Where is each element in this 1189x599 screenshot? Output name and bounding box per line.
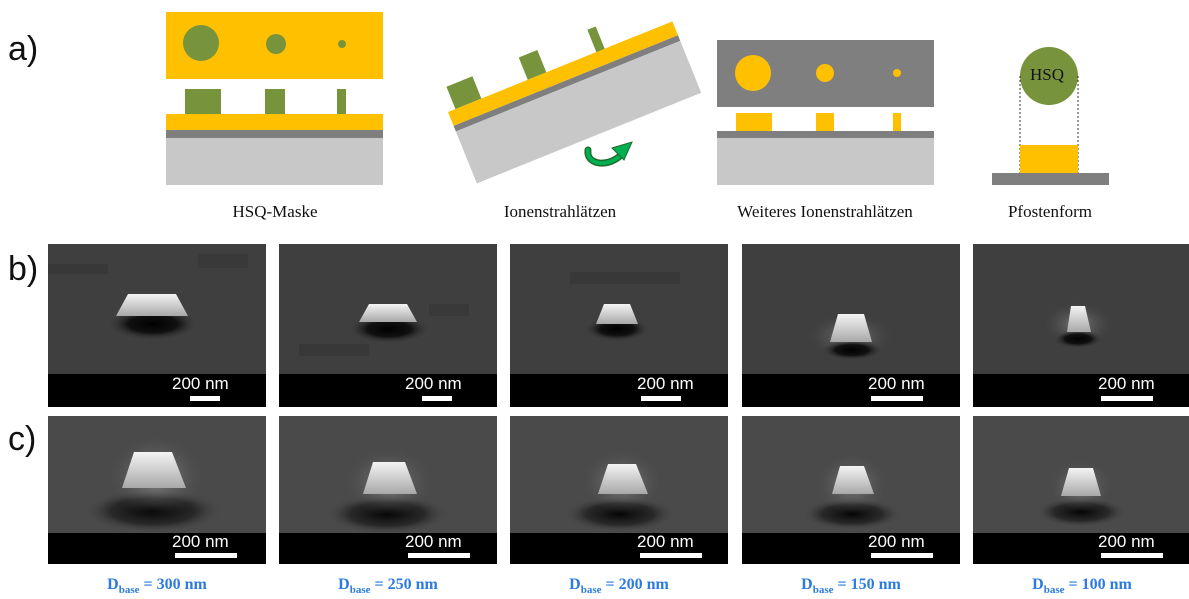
scalebar-label: 200 nm (1098, 374, 1155, 393)
rotation-arrow-icon (584, 141, 633, 167)
diameter-label-200nm: Dbase = 200 nm (569, 576, 669, 597)
caption-hsq-mask: HSQ-Maske (232, 202, 318, 221)
scalebar-line (1101, 396, 1153, 401)
diameter-label-250nm: Dbase = 250 nm (338, 576, 438, 597)
diameter-label-300nm: Dbase = 300 nm (107, 576, 207, 597)
sem-image-c-100nm (973, 416, 1189, 564)
scalebar-label: 200 nm (868, 374, 925, 393)
step-hsq-mask (166, 12, 383, 185)
scalebar-label: 200 nm (637, 532, 694, 551)
scalebar-label: 200 nm (637, 374, 694, 393)
sem-image-b-250nm (279, 244, 497, 407)
scalebar-label: 200 nm (172, 532, 229, 551)
sem-image-c-300nm (48, 416, 266, 564)
sem-image-b-300nm (48, 244, 266, 407)
sem-image-b-200nm (510, 244, 728, 407)
scalebar-line (640, 553, 702, 558)
panel-label-b: b) (8, 250, 39, 288)
scalebar-line (641, 396, 681, 401)
scalebar-line (175, 553, 237, 558)
step-further-ion-milling (717, 40, 934, 185)
scalebar-label: 200 nm (868, 532, 925, 551)
caption-post-shape: Pfostenform (1007, 202, 1093, 221)
sem-image-c-250nm (279, 416, 497, 564)
hsq-label: HSQ (1030, 65, 1065, 84)
scalebar-line (871, 553, 933, 558)
scalebar-line (190, 396, 220, 401)
sem-image-c-150nm (742, 416, 960, 564)
panel-label-c: c) (8, 420, 37, 458)
scalebar-line (408, 553, 470, 558)
sem-image-c-200nm (510, 416, 728, 564)
scalebar-line (422, 396, 452, 401)
caption-ion-milling: Ionenstrahlätzen (503, 202, 617, 221)
scalebar-label: 200 nm (405, 374, 462, 393)
scalebar-label: 200 nm (1098, 532, 1155, 551)
scalebar-line (871, 396, 923, 401)
scalebar-label: 200 nm (172, 374, 229, 393)
scalebar-line (1101, 553, 1163, 558)
diameter-label-150nm: Dbase = 150 nm (801, 576, 901, 597)
scalebar-label: 200 nm (405, 532, 462, 551)
sem-image-b-100nm (973, 244, 1189, 407)
caption-further-ion-milling: Weiteres Ionenstrahlätzen (737, 202, 913, 221)
step-ion-milling (446, 21, 702, 184)
sem-image-b-150nm (742, 244, 960, 407)
diameter-label-100nm: Dbase = 100 nm (1032, 576, 1132, 597)
panel-label-a: a) (8, 30, 39, 68)
step-post-shape (992, 47, 1109, 185)
schematic-diagram (166, 12, 1109, 185)
